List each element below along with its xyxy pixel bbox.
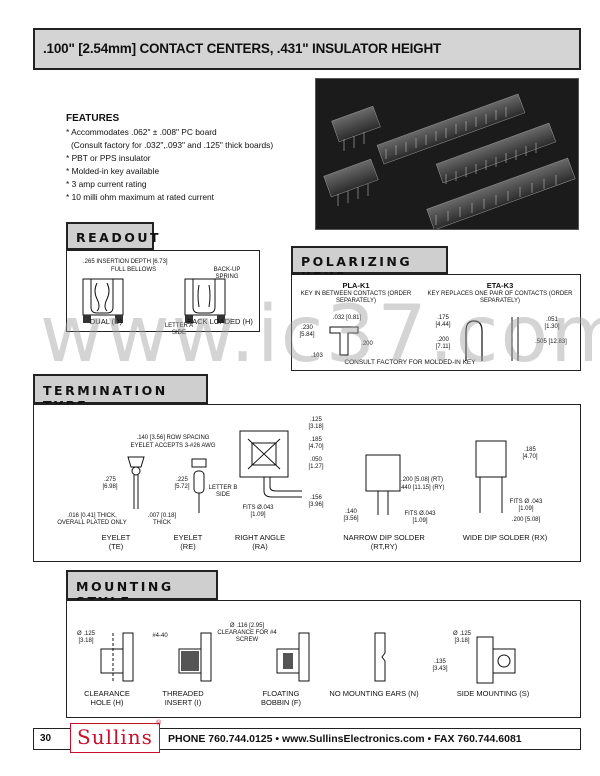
page-number: 30	[40, 733, 52, 744]
caption-wide-dip: WIDE DIP SOLDER (RX)	[462, 533, 548, 542]
feature-item: * PBT or PPS insulator	[66, 153, 151, 163]
caption-floating-bobbin: FLOATING BOBBIN (F)	[260, 689, 301, 707]
feature-item: * 10 milli ohm maximum at rated current	[66, 192, 215, 202]
dim-175: .175 [4.44]	[435, 315, 451, 328]
product-photo	[315, 78, 579, 230]
dim-200c: .200 [5.08]	[511, 517, 541, 523]
fits-043b-label: FITS Ø.043 [1.09]	[404, 511, 436, 524]
pla-title: PLA-K1	[342, 281, 370, 290]
caption-narrow-dip: NARROW DIP SOLDER (RT,RY)	[343, 533, 425, 551]
feature-item: (Consult factory for .032",.093" and .12…	[71, 140, 274, 150]
full-bellows-label: FULL BELLOWS	[111, 267, 157, 273]
caption-eyelet-te: EYELET (TE)	[101, 533, 131, 551]
termination-heading-tab: TERMINATION TYPE	[33, 374, 208, 413]
right-angle-drawing	[239, 430, 302, 498]
polarizing-heading-tab: POLARIZING KEYS	[291, 246, 448, 284]
dim-125-mount: Ø .125 [3.18]	[76, 631, 95, 644]
page-title-bar: .100" [2.54mm] CONTACT CENTERS, .431" IN…	[33, 28, 581, 70]
feature-item: * 3 amp current rating	[66, 179, 147, 189]
caption-threaded-insert: THREADED INSERT (I)	[162, 689, 204, 707]
eta-title: ETA-K3	[486, 281, 514, 290]
mounting-drawings	[100, 632, 516, 684]
narrow-dip-drawing	[365, 454, 401, 515]
features-list: FEATURES * Accommodates .062" ± .008" PC…	[66, 112, 316, 204]
brand-logo: Sullins	[70, 723, 160, 753]
dim-051: .051 [1.30]	[544, 317, 560, 330]
dim-200: .200	[361, 341, 373, 347]
dim-505: .505 [12.83]	[535, 339, 567, 345]
watermark: www.ic37.com	[40, 290, 600, 380]
wide-dip-drawing	[475, 440, 507, 513]
dim-200-rt: .200 [5.08] (RT)	[401, 477, 443, 483]
insertion-depth-label: .265 INSERTION DEPTH [6.73]	[83, 259, 168, 265]
dim-200b: .200 [7.11]	[435, 337, 451, 350]
features-heading: FEATURES	[66, 113, 120, 124]
letter-b-label: LETTER B SIDE	[208, 485, 238, 498]
caption-clearance-hole: CLEARANCE HOLE (H)	[84, 689, 130, 707]
footer: 30 Sullins ® PHONE 760.744.0125 • www.Su…	[33, 720, 581, 753]
dim-156: .156 [3.96]	[308, 495, 324, 508]
feature-item: * Molded-in key available	[66, 166, 160, 176]
dim-103: .103	[311, 353, 323, 359]
dim-007: .007 [0.18] THICK	[147, 513, 177, 526]
termination-panel: .140 [3.56] ROW SPACING EYELET ACCEPTS 3…	[33, 404, 581, 562]
dim-140: .140 [3.56]	[343, 509, 359, 522]
footer-contact: PHONE 760.744.0125 • www.SullinsElectron…	[168, 733, 522, 745]
mounting-heading-tab: MOUNTING STYLE	[66, 570, 218, 609]
brand-name: Sullins	[77, 725, 153, 749]
consult-note: CONSULT FACTORY FOR MOLDED-IN KEY	[344, 359, 476, 366]
caption-side-mounting: SIDE MOUNTING (S)	[456, 689, 530, 698]
fits-043-label: FITS Ø.043 [1.09]	[242, 505, 274, 518]
dim-4-40: #4-40	[152, 633, 168, 639]
back-loaded-caption: BACK LOADED (H)	[187, 317, 253, 326]
eta-key-drawing	[465, 317, 519, 361]
readout-panel: .265 INSERTION DEPTH [6.73] FULL BELLOWS…	[66, 250, 260, 336]
readout-heading: READOUT	[76, 230, 162, 245]
caption-right-angle: RIGHT ANGLE (RA)	[234, 533, 286, 551]
pla-subtitle: KEY IN BETWEEN CONTACTS (ORDER SEPARATEL…	[300, 291, 412, 304]
dim-275: .275 [6.98]	[102, 477, 118, 490]
mounting-panel: Ø .125 [3.18] #4-40 Ø .116 [2.95] CLEARA…	[66, 600, 581, 718]
eyelet-accepts-label: EYELET ACCEPTS 3-#26 AWG	[130, 443, 216, 449]
dim-050: .050 [1.27]	[308, 457, 324, 470]
readout-drawing	[82, 278, 226, 323]
pla-key-drawing	[329, 326, 359, 356]
dim-225: .225 [5.72]	[174, 477, 190, 490]
dim-440-ry: .440 [11.15] (RY)	[399, 485, 445, 491]
dim-185b: .185 [4.70]	[522, 447, 538, 460]
feature-item: * Accommodates .062" ± .008" PC board	[66, 127, 217, 137]
dim-032: .032 [0.81]	[332, 315, 362, 321]
backup-spring-label: BACK-UP SPRING	[213, 267, 241, 280]
dim-230: .230 [5.84]	[299, 325, 315, 338]
polarizing-panel: PLA-K1 KEY IN BETWEEN CONTACTS (ORDER SE…	[291, 274, 581, 371]
dim-135: .135 [3.43]	[432, 659, 448, 672]
dim-016: .016 [0.41] THICK, OVERALL PLATED ONLY	[57, 513, 127, 526]
eyelet-drawing	[127, 456, 207, 513]
page-title: .100" [2.54mm] CONTACT CENTERS, .431" IN…	[43, 41, 442, 56]
connector-photo-icon	[323, 93, 576, 229]
dim-125: .125 [3.18]	[308, 417, 324, 430]
dual-caption: DUAL (D)	[89, 317, 123, 326]
letter-a-label: LETTER A SIDE	[164, 323, 194, 336]
fits-043c-label: FITS Ø .043 [1.09]	[509, 499, 543, 512]
caption-eyelet-re: EYELET (RE)	[173, 533, 203, 551]
readout-heading-tab: READOUT	[66, 222, 159, 250]
dim-125b-mount: Ø .125 [3.18]	[452, 631, 471, 644]
dim-185: .185 [4.70]	[308, 437, 324, 450]
eta-subtitle: KEY REPLACES ONE PAIR OF CONTACTS (ORDER…	[427, 291, 573, 304]
registered-mark: ®	[156, 720, 162, 727]
caption-no-mounting-ears: NO MOUNTING EARS (N)	[329, 689, 419, 698]
dim-116: Ø .116 [2.95] CLEARANCE FOR #4 SCREW	[217, 623, 277, 643]
row-spacing-label: .140 [3.56] ROW SPACING	[136, 435, 210, 441]
